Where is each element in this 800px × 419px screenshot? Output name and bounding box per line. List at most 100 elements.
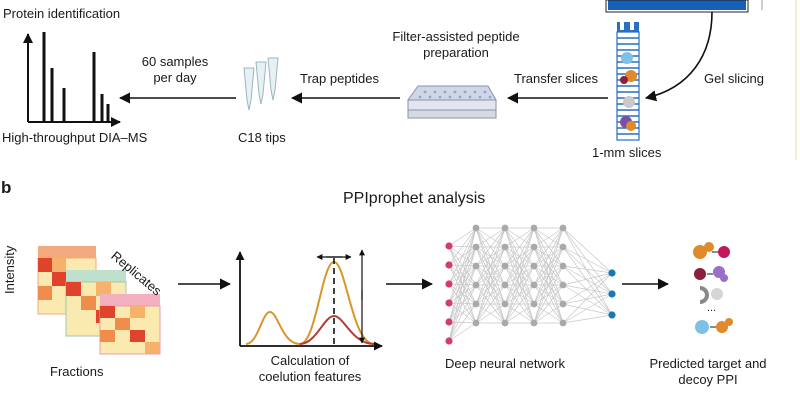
nn-edge bbox=[533, 303, 564, 324]
gel-box bbox=[605, 0, 749, 13]
nn-hidden-node bbox=[501, 300, 509, 308]
nn-edge bbox=[448, 322, 477, 342]
coelution-caption-1: Calculation of bbox=[270, 353, 350, 368]
heatmap-stack bbox=[37, 246, 161, 355]
ms-caption: High-throughput DIA–MS bbox=[2, 130, 148, 145]
heatmap-2 bbox=[65, 270, 127, 337]
nn-hidden-node bbox=[530, 262, 538, 270]
gel-slicing-arrow bbox=[644, 11, 713, 102]
trap-label: Trap peptides bbox=[300, 71, 380, 86]
intensity-axis-label: Intensity bbox=[2, 245, 17, 294]
tips-caption: C18 tips bbox=[238, 130, 286, 145]
nn-hidden-node bbox=[559, 224, 567, 232]
nn-edge bbox=[562, 272, 613, 324]
nn-output-node bbox=[608, 311, 616, 319]
nn-hidden-node bbox=[501, 319, 509, 327]
nn-input-node bbox=[445, 242, 453, 250]
nn-edge bbox=[504, 284, 535, 324]
nn-edge bbox=[533, 227, 564, 267]
nn-hidden-node bbox=[530, 319, 538, 327]
nn-edge bbox=[562, 303, 613, 316]
nn-edge bbox=[533, 227, 564, 324]
ms-spectrum bbox=[23, 32, 121, 127]
nn-edge bbox=[562, 227, 613, 316]
nn-input-node bbox=[445, 318, 453, 326]
nn-edge bbox=[448, 303, 477, 342]
nn-edge bbox=[475, 227, 506, 286]
heatmap-3 bbox=[99, 294, 161, 355]
nn-hidden-node bbox=[559, 262, 567, 270]
samples-label: 60 samples per day bbox=[141, 54, 209, 85]
coelution-caption-2: coelution features bbox=[258, 369, 362, 384]
nn-edge bbox=[504, 227, 535, 324]
c18-tips bbox=[243, 57, 279, 111]
ppi-caption-2: decoy PPI bbox=[678, 372, 738, 387]
nn-hidden-node bbox=[501, 262, 509, 270]
nn-edge bbox=[562, 265, 613, 274]
nn-edge bbox=[504, 227, 535, 286]
nn-edge bbox=[504, 227, 535, 267]
nn-hidden-node bbox=[501, 281, 509, 289]
nn-edge bbox=[533, 265, 564, 324]
nn-edge bbox=[533, 227, 564, 248]
filter-plate bbox=[407, 85, 497, 119]
nn-edge bbox=[504, 265, 535, 324]
panel-b-letter: b bbox=[1, 178, 12, 197]
nn-edge bbox=[533, 227, 564, 305]
nn-input-node bbox=[445, 337, 453, 345]
nn-edge bbox=[562, 265, 613, 316]
nn-edge bbox=[475, 284, 506, 324]
nn-edge bbox=[533, 246, 564, 324]
nn-edge bbox=[448, 227, 477, 304]
filter-label: Filter-assisted peptide preparation bbox=[392, 29, 520, 60]
nn-edge bbox=[533, 284, 564, 324]
nn-edge bbox=[448, 265, 477, 342]
panel-b-title: PPIprophet analysis bbox=[343, 190, 486, 207]
nn-edge bbox=[475, 246, 506, 324]
nn-edge bbox=[533, 227, 564, 286]
ppi-ellipsis: ... bbox=[707, 302, 717, 314]
slices-caption: 1-mm slices bbox=[592, 145, 662, 160]
neural-network bbox=[445, 224, 616, 345]
gel-label: Gel slicing bbox=[704, 71, 764, 86]
nn-input-node bbox=[445, 261, 453, 269]
nn-edge bbox=[475, 227, 506, 305]
nn-edge bbox=[475, 227, 506, 324]
ms-label: Protein identification bbox=[3, 6, 121, 21]
nn-hidden-node bbox=[559, 243, 567, 251]
nn-edge bbox=[475, 265, 506, 324]
nn-hidden-node bbox=[472, 243, 480, 251]
ppi-caption-1: Predicted target and bbox=[649, 356, 767, 371]
nn-hidden-node bbox=[472, 224, 480, 232]
nn-hidden-node bbox=[530, 300, 538, 308]
nn-hidden-node bbox=[530, 243, 538, 251]
nn-hidden-node bbox=[472, 281, 480, 289]
dnn-caption: Deep neural network bbox=[445, 356, 565, 371]
nn-hidden-node bbox=[472, 300, 480, 308]
nn-output-node bbox=[608, 269, 616, 277]
fractions-label: Fractions bbox=[50, 364, 104, 379]
nn-edge bbox=[562, 293, 613, 305]
nn-edge bbox=[562, 246, 613, 295]
nn-hidden-node bbox=[530, 281, 538, 289]
nn-edge bbox=[562, 272, 613, 286]
nn-hidden-node bbox=[501, 243, 509, 251]
nn-edge bbox=[475, 227, 506, 248]
transfer-label: Transfer slices bbox=[514, 71, 599, 86]
nn-hidden-node bbox=[559, 281, 567, 289]
nn-hidden-node bbox=[472, 262, 480, 270]
nn-hidden-node bbox=[501, 224, 509, 232]
nn-hidden-node bbox=[530, 224, 538, 232]
nn-edge bbox=[562, 265, 613, 295]
nn-edge bbox=[448, 284, 477, 342]
nn-edge bbox=[562, 284, 613, 295]
nn-edge bbox=[562, 246, 613, 274]
nn-edge bbox=[504, 227, 535, 248]
nn-edge bbox=[475, 227, 506, 267]
nn-edge bbox=[504, 303, 535, 324]
nn-edge bbox=[448, 227, 477, 342]
nn-edge bbox=[562, 272, 613, 305]
nn-edge bbox=[448, 227, 477, 323]
nn-hidden-node bbox=[559, 300, 567, 308]
